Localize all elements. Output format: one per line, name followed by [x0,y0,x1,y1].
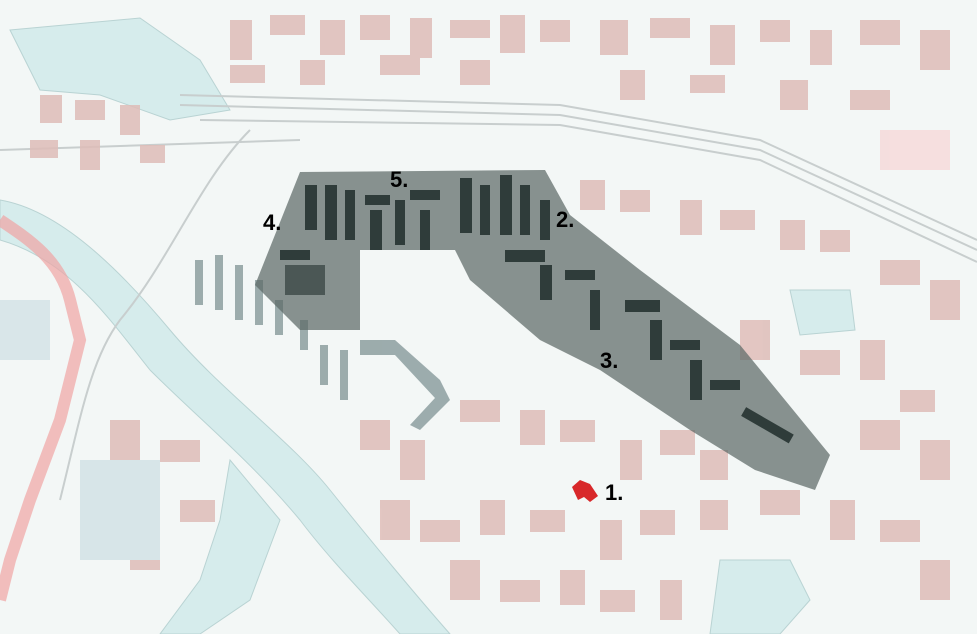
canal-lower [159,458,281,634]
zone-label-5: 5. [390,167,408,192]
rail-line-red [0,215,87,602]
zone-label-2: 2. [556,207,574,232]
railway-line-2 [179,104,977,251]
zone-label-3: 3. [600,348,618,373]
upper-left-pond [9,17,231,121]
city-buildings [0,15,960,620]
right-pond [789,289,856,336]
zone-label-4: 4. [263,210,281,235]
lower-western-buildings [195,255,450,430]
highlighted-building [572,480,598,502]
road-curve [59,129,251,501]
study-area [255,170,830,490]
railway-line-1 [179,94,977,241]
water-features [0,17,856,634]
canal-main [0,199,451,634]
zone-label-1: 1. [605,480,623,505]
railway-line-3 [199,119,977,263]
zone-labels: 1. 2. 3. 4. 5. [263,167,623,505]
study-area-buildings [280,175,794,444]
lower-right-pond [709,559,811,634]
